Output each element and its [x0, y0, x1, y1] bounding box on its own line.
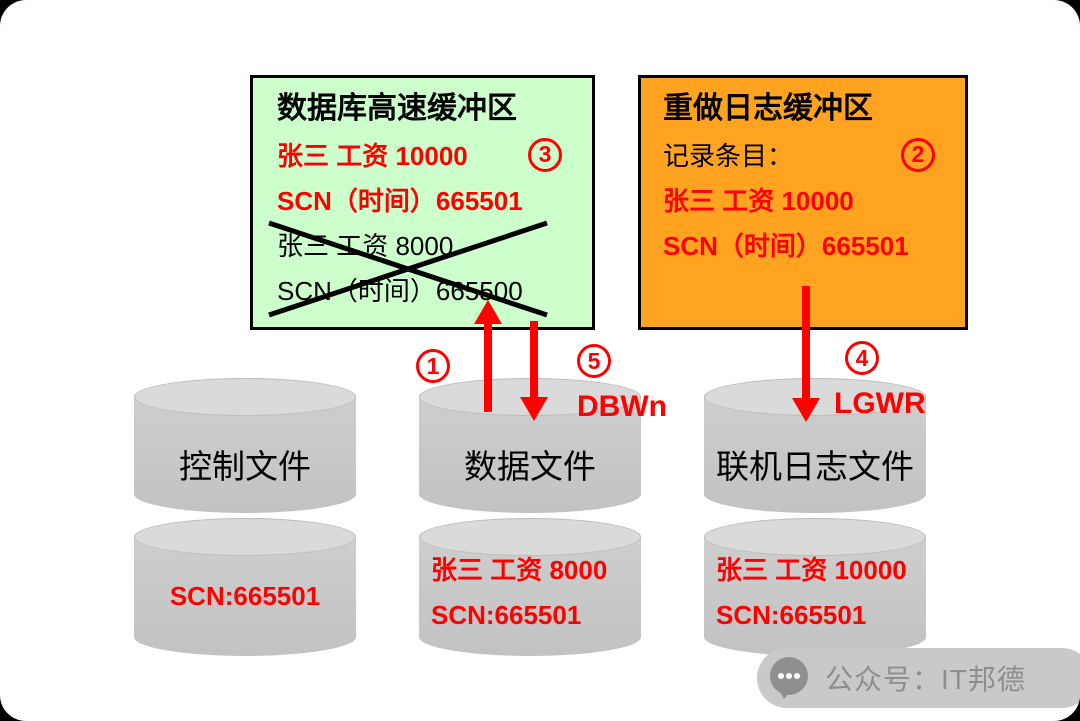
online-log-rows: 张三 工资 10000 SCN:665501 — [704, 518, 926, 638]
dbwn-process-label: DBWn — [577, 390, 667, 423]
circled-4-badge: 4 — [845, 341, 879, 375]
online-log-lower-disk: 张三 工资 10000 SCN:665501 — [704, 518, 926, 656]
control-file-lower-disk: SCN:665501 — [134, 518, 356, 656]
arrow-down-head-icon — [520, 397, 548, 421]
cylinder-lid — [134, 378, 356, 416]
arrow-down-head-icon — [792, 398, 820, 422]
cylinder-lid — [419, 518, 641, 556]
redo-scn-row: SCN（时间）665501 — [663, 222, 949, 267]
redo-scn-text: SCN（时间）665501 — [663, 231, 909, 261]
control-file-cylinder: 控制文件 SCN:665501 — [134, 378, 356, 656]
watermark-banner: 公众号：IT邦德 — [757, 648, 1080, 708]
data-file-label: 数据文件 — [464, 448, 596, 485]
redo-salary-text: 张三 工资 10000 — [663, 186, 854, 216]
redo-entry-row: 记录条目： 2 — [663, 132, 949, 177]
online-log-label: 联机日志文件 — [716, 448, 914, 485]
new-salary-text: 张三 工资 10000 — [277, 141, 468, 171]
cross-out-mark — [268, 220, 548, 318]
entry-label: 记录条目： — [663, 141, 794, 171]
arrow-shaft — [484, 324, 492, 412]
circled-5-badge: 5 — [577, 344, 611, 378]
buffer-cache-new-scn-row: SCN（时间）665501 — [277, 177, 576, 222]
redo-buffer-title: 重做日志缓冲区 — [663, 92, 873, 125]
chat-bubble-icon — [770, 657, 808, 699]
circled-3-badge: 3 — [528, 137, 562, 172]
buffer-load-arrow — [473, 300, 503, 412]
arrow-up-head-icon — [474, 300, 502, 324]
control-file-scn: SCN:665501 — [169, 581, 321, 611]
online-log-salary: 张三 工资 10000 — [716, 555, 907, 585]
lgwr-write-arrow — [791, 286, 821, 422]
control-file-label: 控制文件 — [179, 448, 311, 485]
data-file-scn: SCN:665501 — [431, 600, 582, 630]
control-file-upper-disk: 控制文件 — [134, 378, 356, 513]
arrow-shaft — [530, 321, 538, 397]
arrow-shaft — [802, 286, 810, 398]
redo-salary-row: 张三 工资 10000 — [663, 177, 949, 222]
lgwr-process-label: LGWR — [834, 387, 926, 420]
data-file-salary: 张三 工资 8000 — [431, 555, 608, 585]
online-log-scn: SCN:665501 — [716, 600, 867, 630]
cylinder-lid — [134, 518, 356, 556]
buffer-cache-title: 数据库高速缓冲区 — [277, 92, 517, 125]
cylinder-lid — [704, 518, 926, 556]
circled-2-badge: 2 — [901, 137, 935, 172]
circled-1-badge: 1 — [416, 349, 450, 383]
dbwn-write-arrow — [519, 321, 549, 421]
watermark-text: 公众号：IT邦德 — [825, 664, 1026, 695]
new-scn-text: SCN（时间）665501 — [277, 186, 523, 216]
data-file-rows: 张三 工资 8000 SCN:665501 — [419, 518, 641, 638]
data-file-lower-disk: 张三 工资 8000 SCN:665501 — [419, 518, 641, 656]
buffer-cache-new-row: 张三 工资 10000 3 — [277, 132, 576, 177]
